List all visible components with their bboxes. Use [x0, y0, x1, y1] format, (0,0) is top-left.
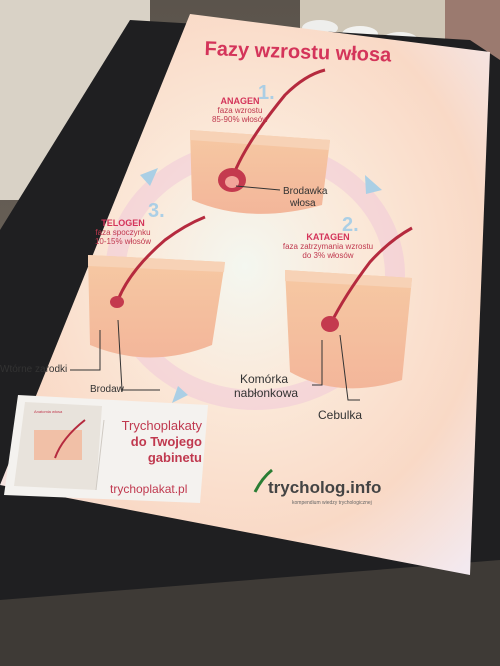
card-line-2: do Twojego	[130, 434, 202, 449]
katagen-name: KATAGEN	[306, 232, 350, 242]
anagen-papilla	[225, 176, 239, 188]
table-edge	[0, 560, 500, 666]
brand-hair-icon	[253, 468, 273, 493]
label-cebulka: Cebulka	[318, 408, 363, 422]
katagen-desc-1: faza zatrzymania wzrostu	[282, 242, 374, 251]
telogen-number: 3.	[148, 200, 165, 222]
anagen-hair	[228, 68, 326, 186]
card-divider	[95, 419, 105, 491]
card-url: trychoplakat.pl	[110, 482, 188, 496]
card-text-group: Trychoplakaty do Twojego gabinetu	[104, 418, 202, 466]
card-line-1: Trychoplakaty	[121, 418, 202, 433]
label-brodawka: Brodawka	[283, 186, 328, 197]
anagen-pointer	[235, 185, 281, 191]
mini-hair	[54, 419, 86, 459]
telogen-desc-1: faza spoczynku	[95, 228, 151, 237]
katagen-bulb	[321, 316, 339, 332]
katagen-epidermis	[285, 270, 412, 288]
katagen-text-group: KATAGEN faza zatrzymania wzrostu do 3% w…	[258, 232, 398, 260]
anagen-number: 1.	[258, 82, 275, 104]
telogen-epidermis	[88, 255, 225, 272]
telogen-hair	[116, 215, 206, 301]
anagen-desc-2: 85-90% włosów	[211, 115, 269, 124]
arrow-2	[365, 175, 382, 194]
katagen-desc-2: do 3% włosów	[302, 251, 354, 260]
telogen-pointer-2	[117, 319, 160, 391]
telogen-text-group: TELOGEN faza spoczynku 10-15% włosów	[88, 218, 158, 246]
label-wtorne-zarodki: Wtórne zarodki	[0, 364, 68, 375]
telogen-name: TELOGEN	[101, 218, 145, 228]
arrow-1	[140, 168, 158, 186]
katagen-skin	[285, 270, 412, 389]
mini-skin	[34, 430, 82, 460]
anagen-epidermis	[190, 130, 330, 150]
label-nablonkowa: nabłonkowa	[234, 386, 299, 400]
arrow-3	[172, 386, 188, 403]
katagen-pointer-1	[312, 340, 323, 386]
telogen-pointer-1	[70, 330, 101, 371]
mini-poster-title: Anatomia włosa	[34, 409, 63, 414]
label-komorka: Komórka	[240, 372, 289, 386]
katagen-number: 2.	[342, 214, 359, 236]
card-line-3: gabinetu	[147, 450, 202, 465]
telogen-desc-2: 10-15% włosów	[94, 237, 152, 246]
brand-name: trycholog.info	[268, 478, 382, 497]
katagen-pointer-2	[339, 334, 360, 401]
telogen-club	[110, 296, 124, 308]
telogen-skin	[88, 255, 225, 358]
anagen-desc-1: faza wzrostu	[217, 106, 263, 115]
label-brodawka-2: Brodaw	[90, 384, 124, 395]
brand-tagline: kompendium wiedzy trychologicznej	[292, 500, 372, 506]
anagen-text-group: ANAGEN faza wzrostu 85-90% włosów	[200, 96, 280, 124]
katagen-hair	[328, 226, 413, 326]
label-wlosa: włosa	[290, 198, 316, 209]
anagen-name: ANAGEN	[220, 96, 260, 106]
anagen-skin	[190, 130, 330, 214]
